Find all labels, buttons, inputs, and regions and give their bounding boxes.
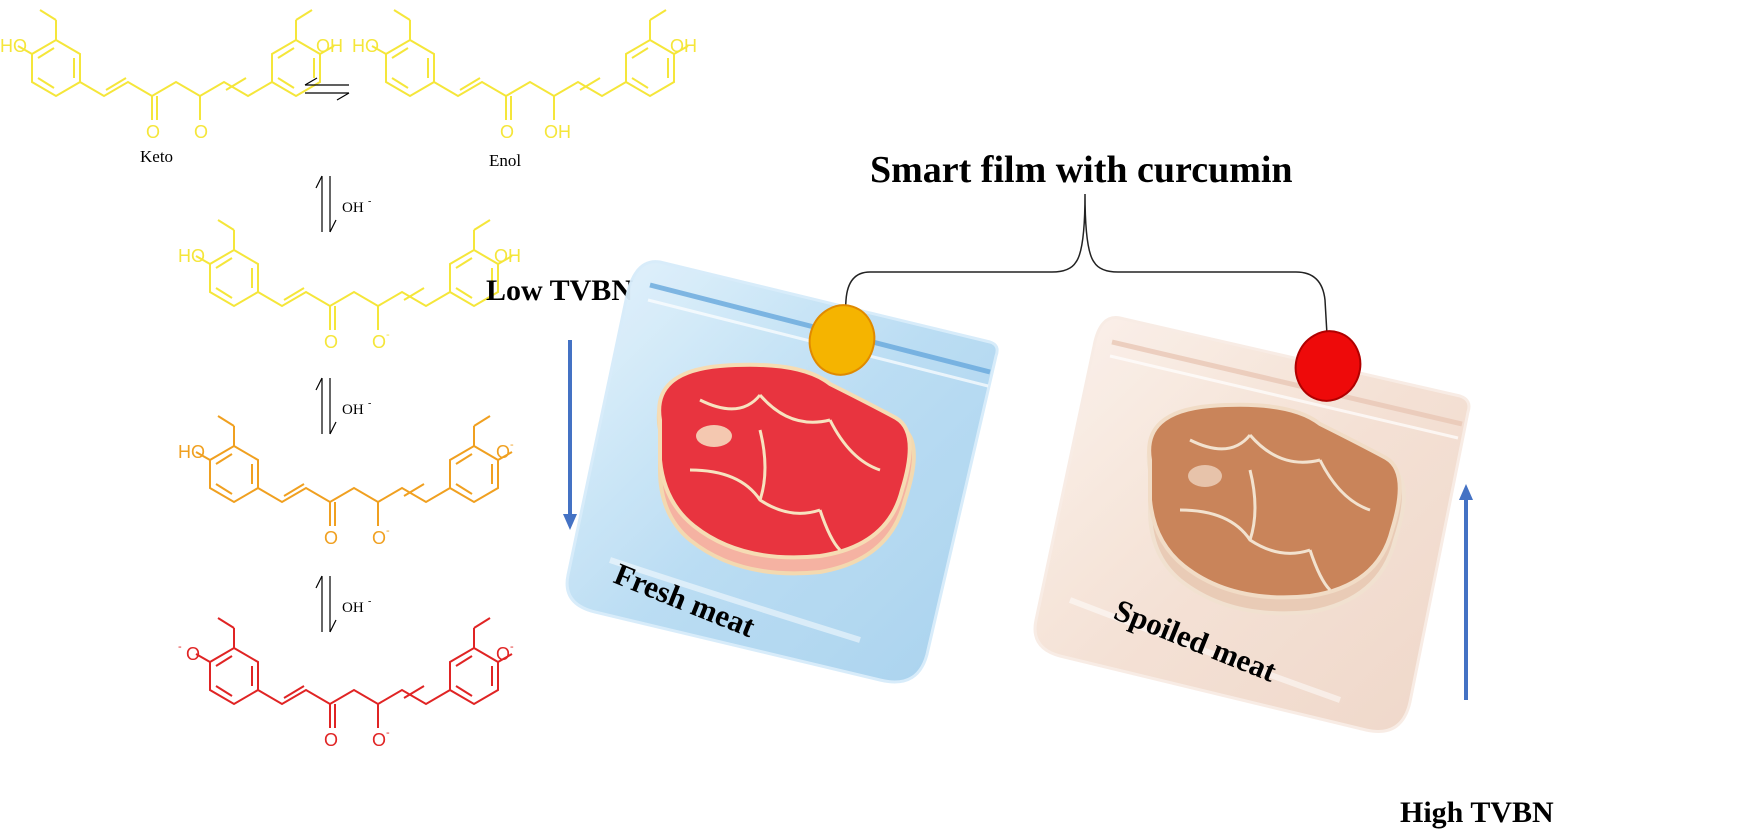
anion3-left-phenoxide-o-label: O [186, 644, 200, 664]
anion1-enolate-o-label: O [372, 332, 386, 352]
anion1-oh-label: OH [494, 246, 521, 266]
anion2-enolate-o-label: O [372, 528, 386, 548]
keto-carbonyl-o-label: O [146, 122, 160, 142]
keto-structure: HO OH O O [0, 9, 343, 142]
anion2-enolate-charge: - [386, 525, 390, 537]
fresh-meat-steak [656, 362, 916, 576]
high-tvbn-label: High TVBN [1400, 796, 1554, 829]
keto-label: Keto [140, 147, 173, 166]
enol-oh-label: OH [670, 36, 697, 56]
anion2-ho-label: HO [178, 442, 205, 462]
anion3-right-phenoxide-charge: - [510, 641, 514, 653]
film-callout-bracket [842, 193, 1329, 353]
fresh-film-indicator [808, 304, 876, 376]
anion2-phenoxide-o-label: O [496, 442, 510, 462]
smart-film-title: Smart film with curcumin [870, 149, 1293, 191]
equilibrium-2-reagent-charge: - [368, 398, 371, 409]
anion1-ho-label: HO [178, 246, 205, 266]
equilibrium-arrow-1 [315, 175, 337, 233]
equilibrium-1-reagent-charge: - [368, 196, 371, 207]
anion3-right-phenoxide-o-label: O [496, 644, 510, 664]
equilibrium-2-reagent: OH [342, 402, 364, 418]
keto-carbonyl-o2-label: O [194, 122, 208, 142]
anion1-carbonyl-o-label: O [324, 332, 338, 352]
keto-enol-equilibrium-arrow [304, 77, 350, 101]
equilibrium-3-reagent-charge: - [368, 596, 371, 607]
anion3-carbonyl-o-label: O [324, 730, 338, 750]
anion3-enolate-charge: - [386, 727, 390, 739]
spoiled-meat-steak [1146, 402, 1406, 616]
anion2-carbonyl-o-label: O [324, 528, 338, 548]
anion3-enolate-o-label: O [372, 730, 386, 750]
equilibrium-arrow-2 [315, 377, 337, 435]
enol-ho-label: HO [352, 36, 379, 56]
anion1-enolate-charge: - [386, 329, 390, 341]
low-tvbn-arrow [563, 340, 577, 530]
anion3-left-phenoxide-charge: - [178, 641, 182, 653]
low-tvbn-label: Low TVBN [486, 274, 633, 307]
enol-structure: HO OH O OH [352, 9, 697, 142]
enol-label: Enol [489, 151, 521, 170]
enol-hydroxyl-label: OH [544, 122, 571, 142]
tri-anion-structure: O - O - O O - [178, 617, 514, 750]
equilibrium-arrow-3 [315, 575, 337, 633]
anion2-phenoxide-charge: - [510, 439, 514, 451]
equilibrium-3-reagent: OH [342, 600, 364, 616]
di-anion-structure: HO O - O O - [178, 415, 514, 548]
equilibrium-1-reagent: OH [342, 200, 364, 216]
keto-oh-label: OH [316, 36, 343, 56]
mono-anion-enolate-structure: HO OH O O - [178, 219, 521, 352]
enol-carbonyl-o-label: O [500, 122, 514, 142]
high-tvbn-arrow [1459, 484, 1473, 700]
spoiled-film-indicator [1294, 330, 1362, 402]
keto-ho-label: HO [0, 36, 27, 56]
